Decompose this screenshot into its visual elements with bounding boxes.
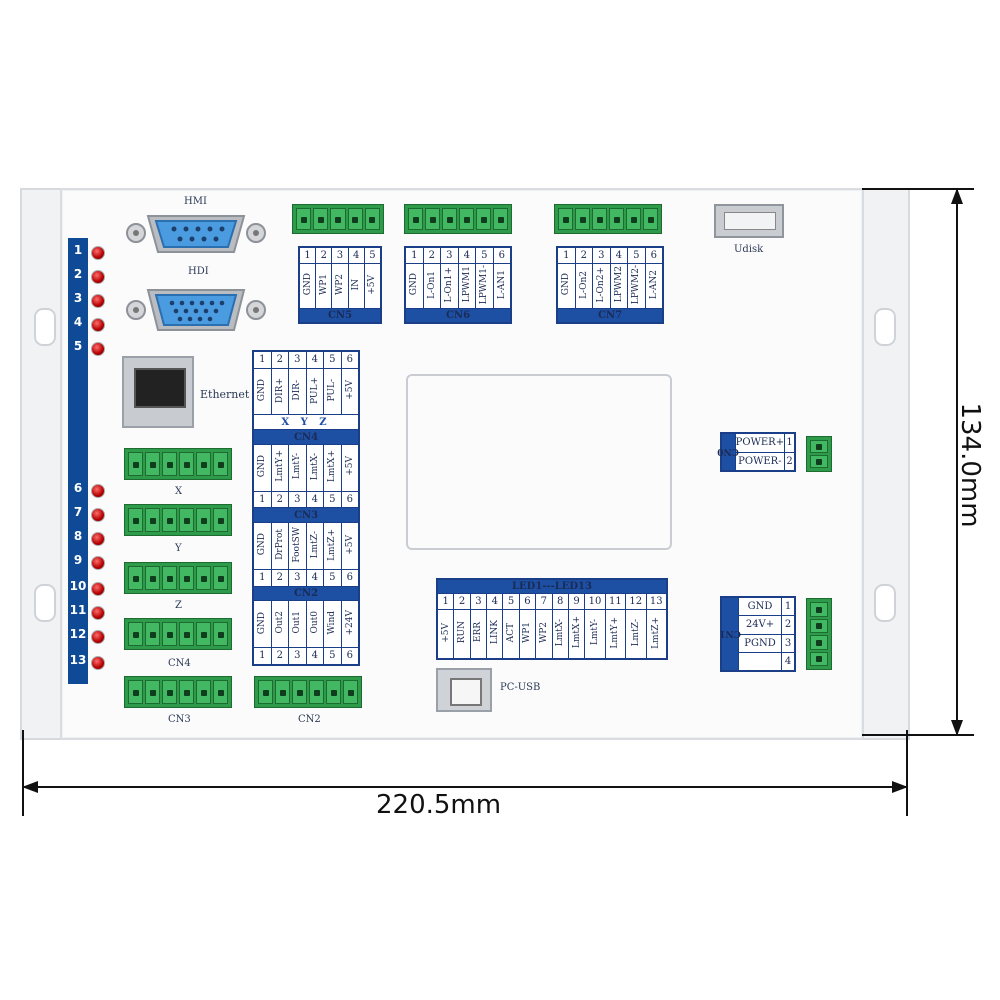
mount-slot bbox=[34, 584, 56, 622]
x-terminal[interactable] bbox=[124, 448, 232, 480]
led-indicator bbox=[91, 508, 105, 522]
cn7-terminal[interactable] bbox=[554, 204, 662, 234]
width-arrow-left-icon bbox=[22, 781, 38, 793]
cn0-terminal[interactable] bbox=[806, 436, 832, 472]
led-number: 4 bbox=[73, 315, 83, 329]
udisk-label: Udisk bbox=[734, 244, 764, 255]
z-terminal[interactable] bbox=[124, 562, 232, 594]
led-indicator bbox=[91, 630, 105, 644]
led-number: 2 bbox=[73, 267, 83, 281]
led-number: 8 bbox=[73, 529, 83, 543]
led-indicator bbox=[91, 532, 105, 546]
led-number: 9 bbox=[73, 553, 83, 567]
led-number: 6 bbox=[73, 481, 83, 495]
led-indicator bbox=[91, 294, 105, 308]
led-indicator bbox=[91, 318, 105, 332]
width-dimension-text: 220.5mm bbox=[376, 790, 502, 820]
right-flange bbox=[856, 188, 910, 740]
y-label: Y bbox=[175, 543, 182, 554]
led-indicator bbox=[91, 484, 105, 498]
cn3-terminal-label: CN3 bbox=[168, 714, 191, 725]
led-number: 5 bbox=[73, 339, 83, 353]
y-terminal[interactable] bbox=[124, 504, 232, 536]
led-number: 1 bbox=[73, 243, 83, 257]
hdi-port[interactable] bbox=[126, 284, 266, 336]
pc-usb-port[interactable] bbox=[436, 668, 492, 712]
height-dimension-text: 134.0mm bbox=[955, 402, 985, 528]
cn2-terminal[interactable] bbox=[254, 676, 362, 708]
pc-usb-label: PC-USB bbox=[500, 682, 541, 693]
udisk-port[interactable] bbox=[714, 204, 784, 238]
cn2-terminal-label: CN2 bbox=[298, 714, 321, 725]
height-arrow-bottom-icon bbox=[951, 720, 963, 736]
mount-slot bbox=[874, 308, 896, 346]
width-dimension-line bbox=[22, 786, 908, 788]
led-indicator bbox=[91, 342, 105, 356]
mount-slot bbox=[874, 584, 896, 622]
display-window bbox=[406, 374, 672, 550]
ethernet-label: Ethernet bbox=[200, 388, 250, 401]
cn6-terminal[interactable] bbox=[404, 204, 512, 234]
led-number: 12 bbox=[69, 627, 87, 641]
hdi-label: HDI bbox=[188, 266, 209, 277]
led-number: 10 bbox=[69, 579, 87, 593]
ethernet-port[interactable] bbox=[122, 356, 194, 428]
width-extension-left bbox=[22, 730, 24, 816]
x-label: X bbox=[175, 486, 183, 497]
cn3-terminal[interactable] bbox=[124, 676, 232, 708]
led-number: 3 bbox=[73, 291, 83, 305]
led-number: 11 bbox=[69, 603, 87, 617]
led-indicator bbox=[91, 556, 105, 570]
mount-slot bbox=[34, 308, 56, 346]
hmi-label: HMI bbox=[184, 196, 207, 207]
cn5-terminal[interactable] bbox=[292, 204, 384, 234]
height-arrow-top-icon bbox=[951, 188, 963, 204]
height-extension-top bbox=[862, 188, 974, 190]
ethernet-socket-icon bbox=[134, 368, 186, 408]
height-extension-bottom bbox=[862, 734, 974, 736]
led-indicator bbox=[91, 656, 105, 670]
cn4-terminal[interactable] bbox=[124, 618, 232, 650]
led-indicator bbox=[91, 270, 105, 284]
z-label: Z bbox=[175, 600, 182, 611]
led-index-bar bbox=[68, 238, 88, 684]
led-number: 7 bbox=[73, 505, 83, 519]
hmi-port[interactable] bbox=[126, 208, 266, 258]
led-indicator bbox=[91, 582, 105, 596]
led-number: 13 bbox=[69, 653, 87, 667]
led-indicator bbox=[91, 606, 105, 620]
cn1-terminal[interactable] bbox=[806, 598, 832, 670]
led-indicator bbox=[91, 246, 105, 260]
cn4-terminal-label: CN4 bbox=[168, 658, 191, 669]
width-extension-right bbox=[906, 730, 908, 816]
usb-b-socket-icon bbox=[450, 678, 482, 706]
width-arrow-right-icon bbox=[892, 781, 908, 793]
usb-a-socket-icon bbox=[724, 212, 776, 230]
height-dimension-line bbox=[956, 188, 958, 736]
